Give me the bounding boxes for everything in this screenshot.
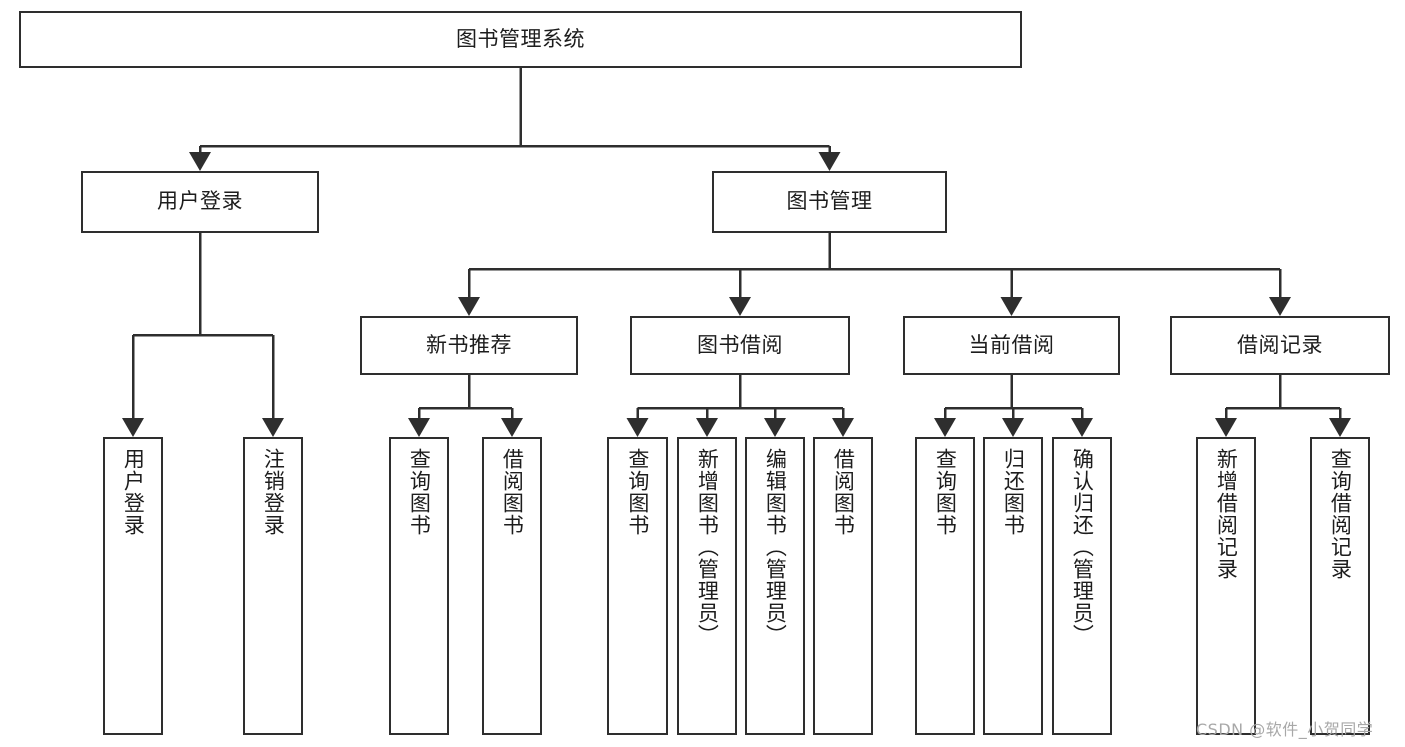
arrowhead-leaf_query_book_a (408, 418, 430, 437)
node-book-manage: 图书管理 (712, 171, 947, 233)
node-current-borrow: 当前借阅 (903, 316, 1120, 375)
node-label: 编辑图书（管理员） (763, 448, 788, 646)
arrowhead-leaf_logout (262, 418, 284, 437)
node-book-borrow: 图书借阅 (630, 316, 850, 375)
arrowhead-leaf_add_record (1215, 418, 1237, 437)
arrowhead-new_book_rec (458, 297, 480, 316)
node-label: 图书管理系统 (456, 26, 585, 51)
node-label: 查询图书 (407, 448, 432, 536)
node-label: 新增借阅记录 (1214, 448, 1239, 580)
arrowhead-leaf_borrow_book_a (501, 418, 523, 437)
node-label: 注销登录 (261, 448, 286, 536)
node-label: 用户登录 (121, 448, 146, 536)
arrowhead-current_borrow (1000, 297, 1023, 316)
node-label: 借阅图书 (831, 448, 856, 536)
arrowhead-leaf_add_book (696, 418, 718, 437)
arrowhead-leaf_confirm_return (1071, 418, 1093, 437)
node-label: 归还图书 (1001, 448, 1026, 536)
node-leaf-edit-book: 编辑图书（管理员） (745, 437, 805, 735)
node-leaf-query-book-c: 查询图书 (915, 437, 975, 735)
node-label: 借阅记录 (1237, 332, 1323, 357)
node-leaf-return-book: 归还图书 (983, 437, 1043, 735)
node-leaf-query-book-b: 查询图书 (607, 437, 668, 735)
node-leaf-add-book: 新增图书（管理员） (677, 437, 737, 735)
arrowhead-leaf_return_book (1002, 418, 1024, 437)
arrowhead-leaf_query_record (1329, 418, 1351, 437)
node-label: 查询图书 (933, 448, 958, 536)
arrowhead-book_borrow (729, 297, 751, 316)
node-leaf-borrow-book-a: 借阅图书 (482, 437, 542, 735)
node-label: 新增图书（管理员） (695, 448, 720, 646)
arrowhead-leaf_edit_book (764, 418, 786, 437)
arrowhead-user_login (189, 152, 211, 171)
node-leaf-logout: 注销登录 (243, 437, 303, 735)
node-leaf-query-book-a: 查询图书 (389, 437, 449, 735)
node-label: 查询借阅记录 (1328, 448, 1353, 580)
node-label: 当前借阅 (968, 332, 1055, 357)
node-root: 图书管理系统 (19, 11, 1022, 68)
node-label: 借阅图书 (500, 448, 525, 536)
arrowhead-leaf_borrow_book_b (832, 418, 854, 437)
node-leaf-query-record: 查询借阅记录 (1310, 437, 1370, 735)
node-label: 新书推荐 (426, 332, 512, 357)
arrowhead-book_manage (818, 152, 841, 171)
arrowhead-leaf_query_book_b (626, 418, 649, 437)
node-leaf-add-record: 新增借阅记录 (1196, 437, 1256, 735)
arrowhead-borrow_record (1269, 297, 1291, 316)
node-label: 图书借阅 (697, 332, 783, 357)
node-label: 查询图书 (625, 448, 650, 536)
node-user-login: 用户登录 (81, 171, 319, 233)
node-borrow-record: 借阅记录 (1170, 316, 1390, 375)
node-label: 用户登录 (157, 189, 243, 214)
arrowhead-leaf_user_login (122, 418, 144, 437)
node-label: 图书管理 (786, 189, 873, 214)
arrowhead-leaf_query_book_c (934, 418, 956, 437)
node-leaf-user-login: 用户登录 (103, 437, 163, 735)
node-leaf-borrow-book-b: 借阅图书 (813, 437, 873, 735)
node-label: 确认归还（管理员） (1070, 448, 1095, 646)
node-leaf-confirm-return: 确认归还（管理员） (1052, 437, 1112, 735)
node-new-book-rec: 新书推荐 (360, 316, 578, 375)
